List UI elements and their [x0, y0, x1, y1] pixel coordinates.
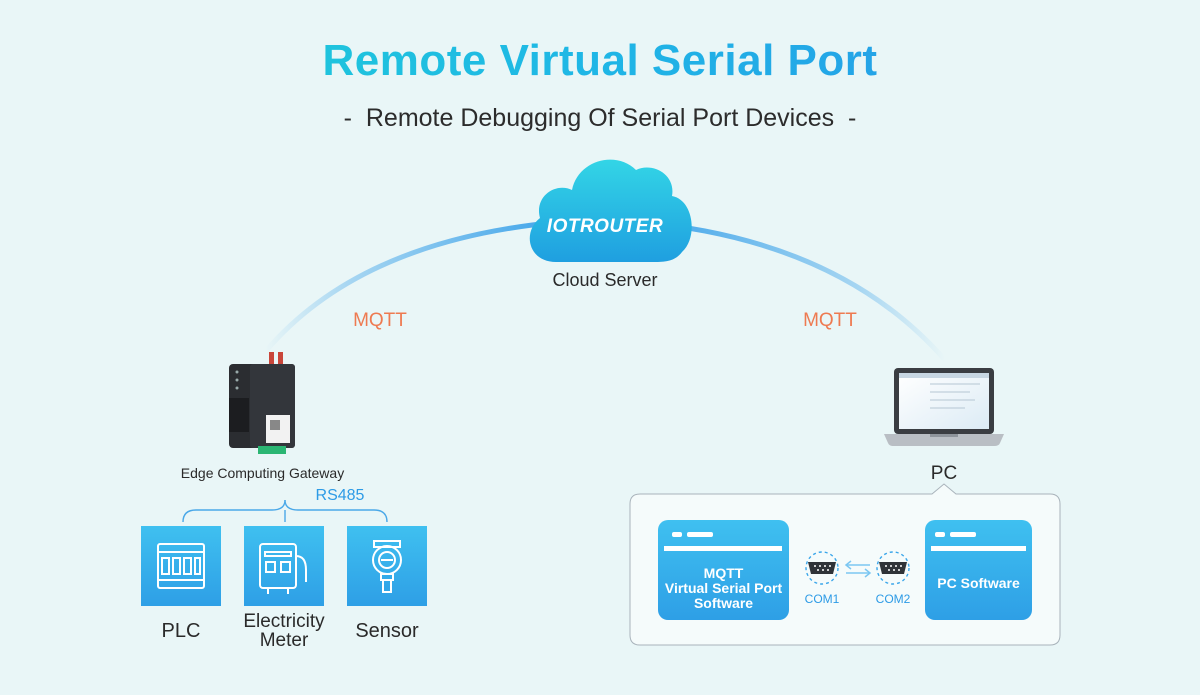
- window-dot: [935, 532, 945, 537]
- virtual-serial-port-software-box: [658, 520, 789, 620]
- com2-label: COM2: [875, 592, 911, 606]
- cloud-server-label: Cloud Server: [552, 270, 658, 290]
- cloud-logo-text: IOTROUTER: [546, 216, 664, 237]
- vsp-line1: MQTT: [703, 565, 744, 581]
- edge-gateway-label: Edge Computing Gateway: [180, 465, 345, 481]
- rs485-label: RS485: [315, 487, 365, 504]
- window-divider: [931, 546, 1026, 551]
- electricity-meter-tile: [244, 526, 324, 606]
- com1-port-icon: [805, 551, 839, 585]
- edge-gateway-icon: [229, 352, 295, 454]
- left-mqtt-label: MQTT: [353, 310, 407, 331]
- com1-label: COM1: [804, 592, 840, 606]
- window-dot: [672, 532, 682, 537]
- vsp-line2: Virtual Serial Port: [664, 580, 783, 596]
- com2-port-icon: [876, 551, 910, 585]
- plc-icon: [157, 543, 205, 589]
- sensor-tile: [347, 526, 427, 606]
- window-bar: [687, 532, 713, 537]
- pc-software-box: [925, 520, 1032, 620]
- electricity-meter-label-line2: Meter: [259, 630, 309, 651]
- electricity-meter-label-line1: Electricity: [243, 611, 325, 632]
- page-title: Remote Virtual Serial Port: [0, 36, 1200, 86]
- rs485-bus-bracket: [182, 499, 388, 523]
- plc-label: PLC: [161, 620, 201, 642]
- vsp-line3: Software: [693, 595, 754, 611]
- pc-label: PC: [930, 463, 958, 484]
- left-mqtt-link: [262, 219, 563, 355]
- electricity-meter-label: Electricity Meter: [224, 612, 344, 650]
- cloud-icon: [529, 159, 692, 262]
- sensor-icon: [372, 540, 402, 593]
- electricity-meter-icon: [259, 543, 307, 594]
- window-divider: [664, 546, 782, 551]
- right-mqtt-label: MQTT: [803, 310, 857, 331]
- page-subtitle: - Remote Debugging Of Serial Port Device…: [343, 104, 857, 132]
- bidirectional-arrows: [844, 560, 872, 578]
- window-bar: [950, 532, 976, 537]
- virtual-serial-port-software-label: MQTT Virtual Serial Port Software: [658, 566, 789, 611]
- laptop-icon: [884, 368, 1004, 446]
- sensor-label: Sensor: [355, 620, 419, 642]
- pc-software-label: PC Software: [937, 575, 1020, 591]
